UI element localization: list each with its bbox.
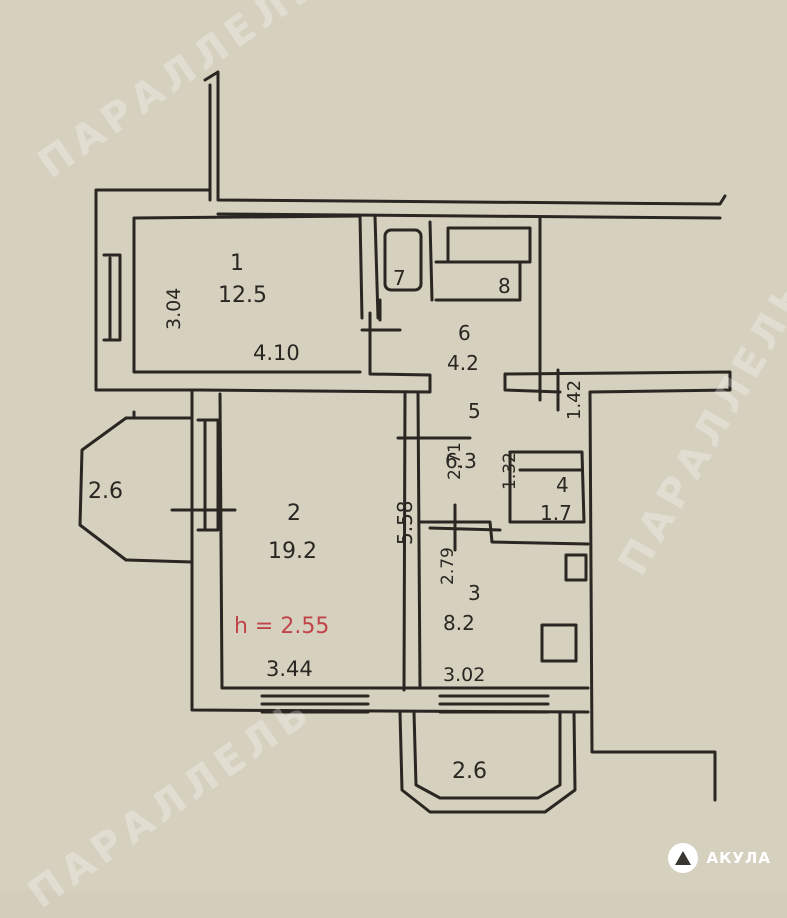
room-3-number: 3 (468, 581, 481, 605)
room-1-number: 1 (230, 251, 244, 276)
door-ticks (360, 298, 560, 552)
room-1-window (102, 253, 122, 342)
floor-plan-stage: 1 12.5 4.10 3.04 7 8 6 4.2 1.42 5 6.3 2.… (20, 0, 787, 918)
akula-logo-text: АКУЛА (706, 849, 771, 867)
corridor-wall (503, 370, 732, 802)
balcony-bottom-area: 2.6 (452, 759, 487, 784)
room-3-window (438, 694, 550, 714)
room-4-depth: 1.32 (500, 452, 520, 490)
room-2-width: 3.44 (266, 657, 313, 681)
shark-icon (668, 843, 699, 873)
wall-room2-right (402, 392, 422, 692)
room-6-area: 4.2 (447, 351, 479, 375)
room-2-area: 19.2 (268, 539, 317, 564)
room-3-width: 3.02 (443, 664, 485, 686)
room-5-depth: 2.71 (445, 442, 465, 480)
room-5-number: 5 (468, 399, 481, 423)
bathtub-fixture (434, 226, 532, 302)
akula-logo-badge: АКУЛА (668, 843, 771, 873)
sink-fixture (564, 553, 588, 582)
room-1-depth: 3.04 (163, 288, 185, 330)
room-3-area: 8.2 (443, 611, 475, 635)
room-1-area: 12.5 (218, 283, 267, 308)
room-1-width: 4.10 (253, 341, 300, 365)
room-4-walls (508, 450, 586, 524)
room-4-number: 4 (556, 473, 569, 497)
balcony-left-area: 2.6 (88, 479, 123, 504)
room-8-number: 8 (498, 274, 511, 298)
stove-fixture (540, 623, 578, 663)
wall-room3-top (418, 520, 590, 546)
room-5-area: 6.3 (445, 449, 477, 473)
toilet-fixture (383, 228, 423, 292)
top-wall (203, 70, 727, 206)
room-3-depth: 2.79 (438, 547, 458, 585)
room-2-window (260, 694, 370, 714)
bath-walls (358, 214, 542, 372)
room-7-number: 7 (393, 266, 406, 290)
room-4-area: 1.7 (540, 501, 572, 525)
floor-plan: 1 12.5 4.10 3.04 7 8 6 4.2 1.42 5 6.3 2.… (78, 70, 732, 814)
room-1-walls (94, 188, 432, 394)
wall-room2-top (190, 390, 590, 714)
room-2-number: 2 (287, 501, 301, 526)
left-balcony-door (170, 418, 237, 532)
left-balcony (78, 410, 194, 564)
room-2-depth: 5.58 (393, 500, 417, 545)
room-6-number: 6 (458, 321, 471, 345)
room-6-dim: 1.42 (564, 380, 585, 420)
ceiling-height: h = 2.55 (234, 614, 329, 639)
bottom-balcony (398, 710, 577, 814)
top-wall-inner (216, 212, 722, 220)
